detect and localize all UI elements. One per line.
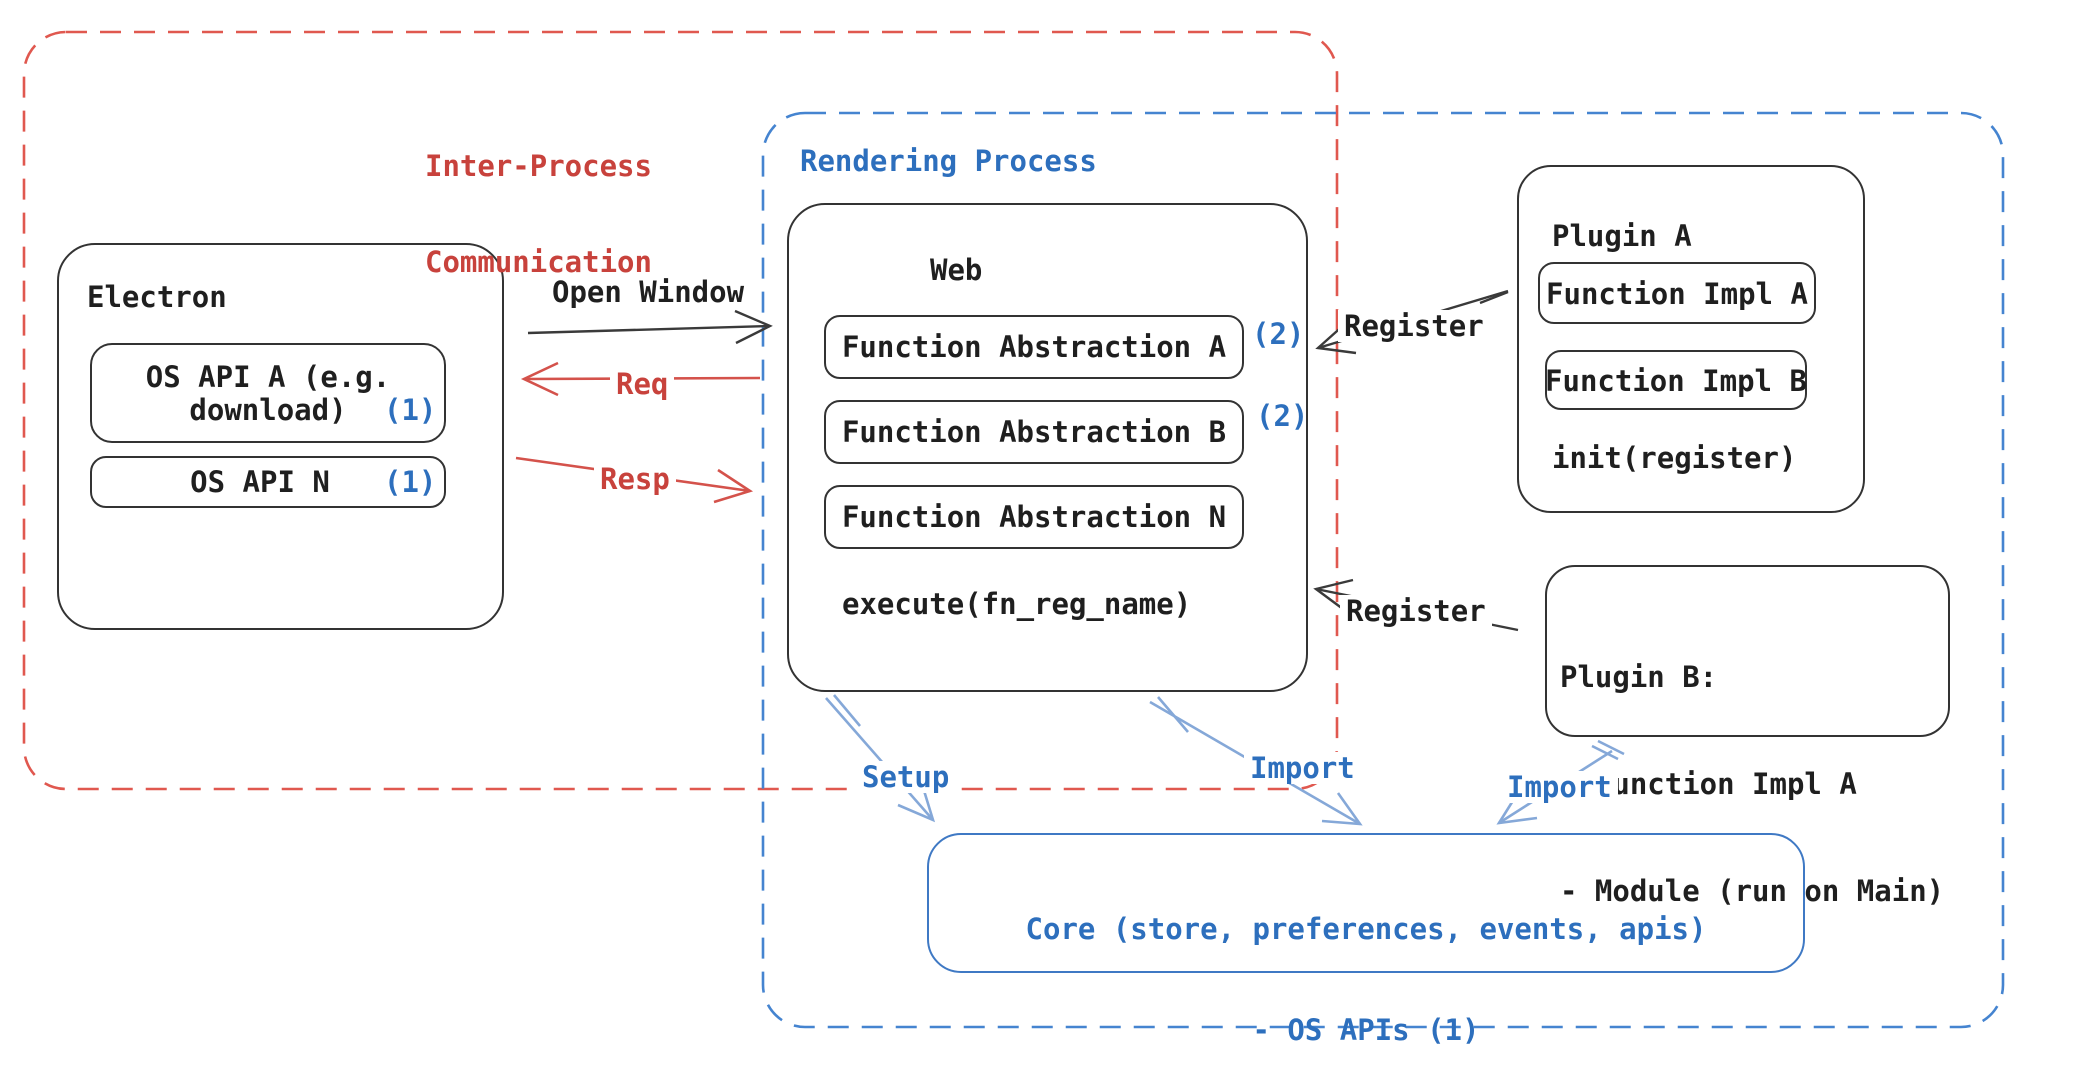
os-api-a-line2: download) <box>189 393 347 427</box>
core-box <box>927 833 1805 973</box>
os-api-n-box <box>90 456 446 508</box>
core-line2: - OS APIs (1) <box>1252 1013 1480 1047</box>
function-abstraction-n-box <box>824 485 1244 549</box>
plugin-b-box <box>1545 565 1950 737</box>
function-abstraction-b-box <box>824 400 1244 464</box>
web-title: Web <box>930 253 983 287</box>
function-impl-a-label: Function Impl A <box>1546 277 1808 311</box>
function-impl-b-box <box>1545 350 1807 410</box>
os-api-n-label: OS API N <box>190 465 330 499</box>
function-impl-a-box <box>1538 262 1816 324</box>
plugin-a-box <box>1517 165 1865 513</box>
ipc-label: Inter-Process Communication <box>425 86 652 342</box>
function-abstraction-a-badge: (2) <box>1252 317 1305 351</box>
import-mid-label: Import <box>1244 752 1361 784</box>
os-api-a-badge: (1) <box>384 393 437 427</box>
open-window-arrow <box>527 309 773 345</box>
electron-box <box>57 243 504 630</box>
open-window-label: Open Window <box>552 275 745 309</box>
plugin-a-title: Plugin A <box>1552 219 1692 253</box>
function-abstraction-b-badge: (2) <box>1256 399 1309 433</box>
register-top-label: Register <box>1338 310 1490 342</box>
web-box <box>787 203 1308 692</box>
os-api-n-badge: (1) <box>384 465 437 499</box>
plugin-b-item-impl-a: - Function Impl A <box>1560 767 1857 801</box>
setup-arrow <box>825 694 936 823</box>
execute-label: execute(fn_reg_name) <box>842 587 1192 621</box>
import-right-label: Import <box>1501 771 1618 803</box>
function-abstraction-a-box <box>824 315 1244 379</box>
rendering-process-dashed-boundary <box>761 111 2005 1029</box>
rendering-process-label: Rendering Process <box>800 144 1097 178</box>
core-line1: Core (store, preferences, events, apis) <box>1025 912 1707 946</box>
ipc-label-line2: Communication <box>425 245 652 279</box>
init-register-label: init(register) <box>1552 441 1797 475</box>
os-api-a-box <box>90 343 446 443</box>
function-abstraction-b-label: Function Abstraction B <box>841 415 1227 449</box>
plugin-b-text: Plugin B: - Function Impl A - Module (ru… <box>1560 592 1944 977</box>
function-abstraction-n-label: Function Abstraction N <box>841 500 1227 534</box>
ipc-dashed-boundary <box>22 30 1339 791</box>
register-bottom-label: Register <box>1340 595 1492 627</box>
function-impl-b-label: Function Impl B <box>1545 364 1807 398</box>
setup-label: Setup <box>856 761 956 793</box>
plugin-b-title: Plugin B: <box>1560 660 1718 694</box>
plugin-b-item-module: - Module (run on Main) <box>1560 874 1945 908</box>
resp-label: Resp <box>594 463 676 495</box>
function-abstraction-a-label: Function Abstraction A <box>841 330 1227 364</box>
req-label: Req <box>610 368 675 400</box>
ipc-label-line1: Inter-Process <box>425 149 652 183</box>
core-text: Core (store, preferences, events, apis) … <box>927 847 1805 1066</box>
os-api-a-line1: OS API A (e.g. <box>145 360 391 394</box>
electron-title: Electron <box>87 280 227 314</box>
